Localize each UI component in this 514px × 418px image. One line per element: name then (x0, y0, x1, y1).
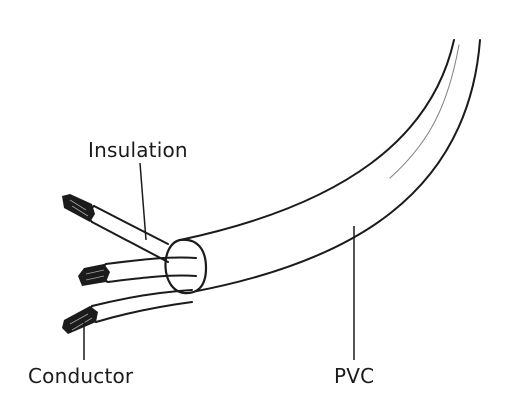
conductor-tip-bottom (62, 306, 98, 334)
conductor-tip-top (62, 194, 95, 222)
insulated-wire-top (88, 205, 169, 263)
insulated-wire-bottom (88, 289, 193, 323)
insulation-label: Insulation (88, 138, 188, 162)
insulation-leader-line (139, 162, 147, 241)
pvc-sheath (179, 39, 481, 293)
pvc-label: PVC (334, 364, 375, 388)
conductor-tip-middle (78, 264, 110, 286)
pvc-cut-end (164, 238, 208, 295)
conductor-label: Conductor (28, 364, 134, 388)
